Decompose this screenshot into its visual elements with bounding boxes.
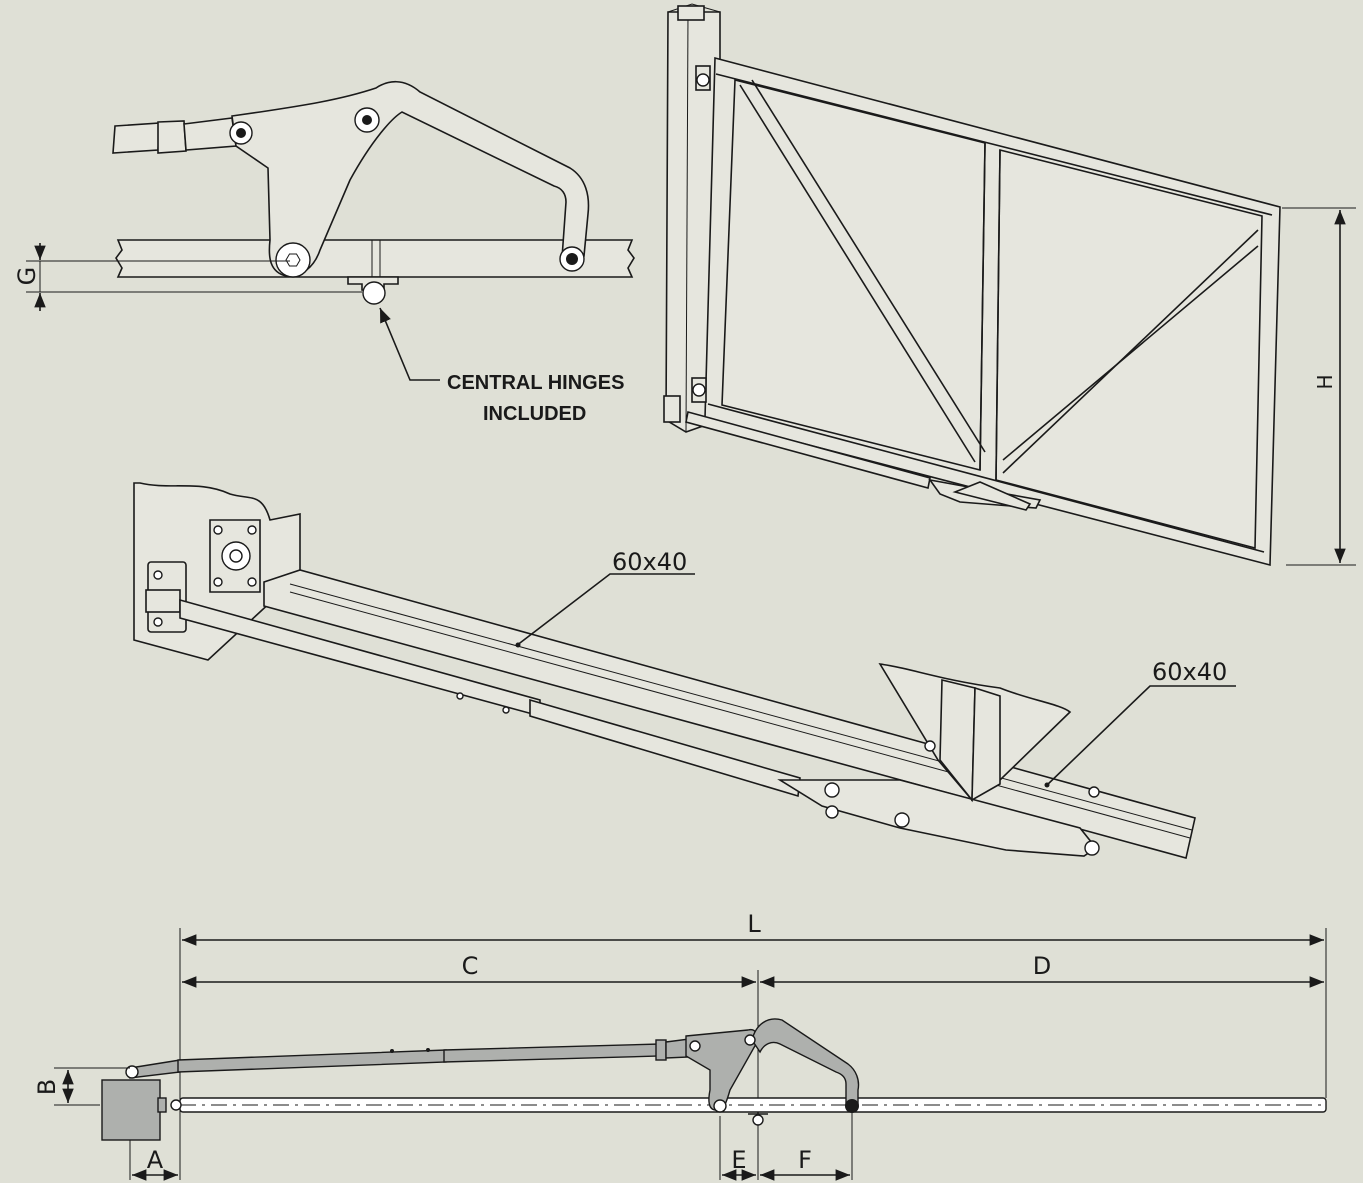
dimension-l-label: L: [747, 910, 761, 938]
profile-view: 60x40 60x40: [133, 482, 1236, 859]
plan-view: L C D: [33, 910, 1327, 1181]
dimension-d-label: D: [1033, 952, 1051, 980]
dimension-a-label: A: [147, 1146, 164, 1174]
hinge-detail: G CENTRAL HINGES INCLUDED: [13, 80, 635, 425]
profile-label-60x40-1: 60x40: [612, 548, 687, 576]
dimension-e-label: E: [731, 1146, 746, 1174]
dimension-h-label: H: [1313, 374, 1337, 389]
dimension-f-label: F: [798, 1146, 812, 1174]
included-note: INCLUDED: [483, 403, 586, 425]
profile-label-60x40-2: 60x40: [1152, 658, 1227, 686]
central-hinges-note: CENTRAL HINGES: [447, 372, 624, 394]
dimension-b-label: B: [33, 1079, 61, 1095]
dimension-c-label: C: [462, 952, 479, 980]
gate-view: H: [663, 3, 1356, 567]
dimension-g-label: G: [13, 267, 41, 286]
